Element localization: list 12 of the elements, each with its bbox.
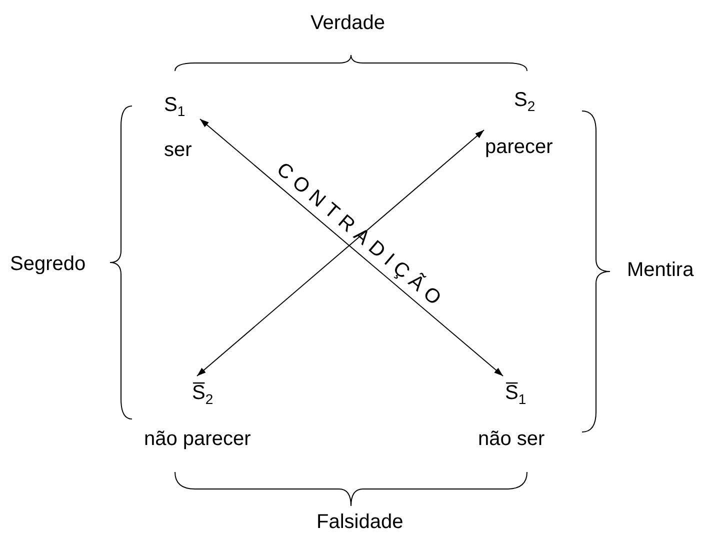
group-label: Mentira [627,259,694,281]
term-label: ser [164,139,192,161]
symbol-label: S$_{1}$ [164,94,186,120]
term-label: não ser [478,428,545,450]
group-label: Verdade [310,12,386,34]
symbol-label: S̅$_{2}$ [192,382,214,408]
term-label: parecer [485,136,553,158]
group-label: Falsidade [316,511,404,533]
symbol-label: S$_{2}$ [514,89,536,114]
term-label: não parecer [144,428,251,450]
symbol-label: S̅$_{1}$ [505,382,526,408]
group-label: Segredo [10,253,86,275]
